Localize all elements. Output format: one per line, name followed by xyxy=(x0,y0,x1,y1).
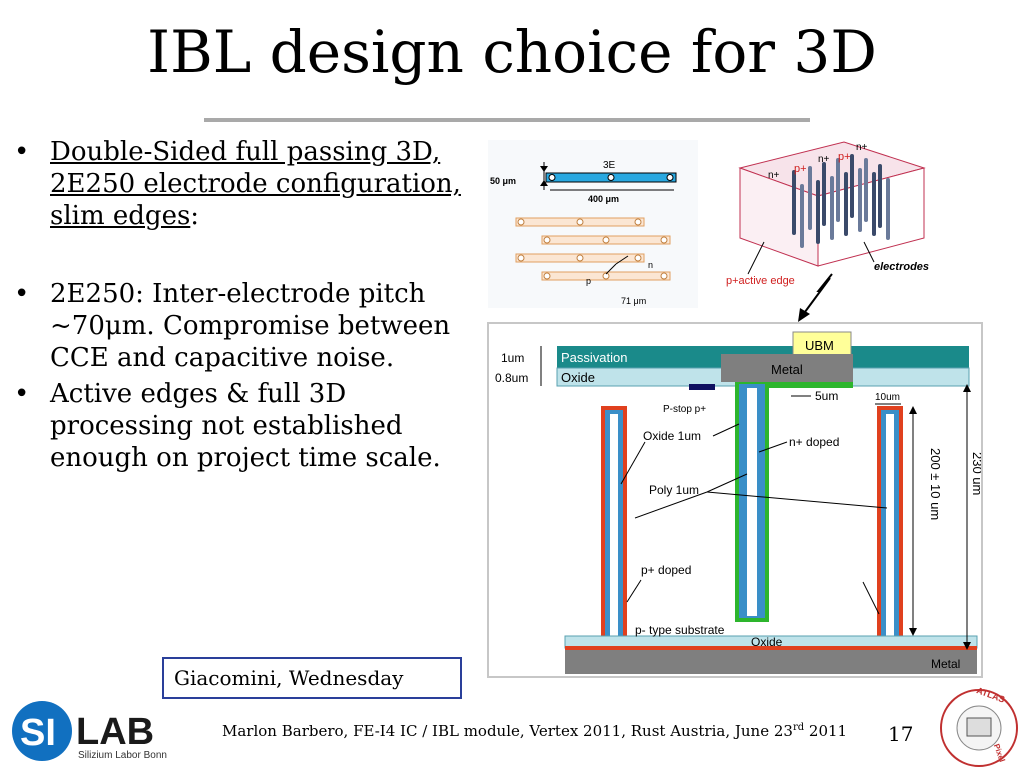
label-p: p xyxy=(586,276,591,286)
label-p-doped: p+ doped xyxy=(641,563,691,577)
label-n: n xyxy=(648,260,653,270)
label-230um: 230 um xyxy=(970,452,981,495)
label-substrate: p- type substrate xyxy=(635,623,725,637)
bullet-item: • Double-Sided full passing 3D, 2E250 el… xyxy=(14,136,476,232)
label-oxide-bottom: Oxide xyxy=(751,635,783,649)
label-poly: Poly 1um xyxy=(649,483,699,497)
ubm-block xyxy=(792,331,852,359)
footer-text: Marlon Barbero, FE-I4 IC / IBL module, V… xyxy=(222,722,848,740)
pointer-arrow xyxy=(796,276,836,328)
label-pitch: 71 μm xyxy=(621,296,646,306)
label-thickness: 50 μm xyxy=(490,176,516,186)
cross-section-figure: UBM Passivation Oxide 1um 0.8um Metal P-… xyxy=(487,322,985,678)
title-divider xyxy=(204,118,810,122)
svg-text:Silizium Labor Bonn: Silizium Labor Bonn xyxy=(78,750,167,761)
label-10um: 10um xyxy=(875,392,900,403)
label-p-1: p+ xyxy=(794,163,807,175)
label-electrodes: electrodes xyxy=(874,261,929,273)
bullet-marker: • xyxy=(14,379,30,409)
label-200um: 200 ± 10 um xyxy=(928,448,943,520)
label-3e: 3E xyxy=(603,160,616,171)
bullet-text: Double-Sided full passing 3D, 2E250 elec… xyxy=(50,137,461,231)
electrode-configuration-figure: 3E 50 μm 400 μm n p 71 μm xyxy=(488,140,698,308)
metal-bottom xyxy=(565,648,977,674)
label-ubm: UBM xyxy=(805,338,834,353)
label-n-3: n+ xyxy=(856,142,868,153)
bullet-list: • Double-Sided full passing 3D, 2E250 el… xyxy=(14,136,476,498)
bullet-item: • 2E250: Inter-electrode pitch ~70μm. Co… xyxy=(14,278,476,374)
label-5um: 5um xyxy=(815,389,838,403)
label-metal-bottom: Metal xyxy=(931,657,960,671)
bullet-item: • Active edges & full 3D processing not … xyxy=(14,378,476,474)
atlas-pixel-logo: ATLAS Pixel xyxy=(934,684,1024,772)
label-passivation: Passivation xyxy=(561,350,627,365)
label-1um: 1um xyxy=(501,351,524,365)
label-n-doped: n+ doped xyxy=(789,435,839,449)
silab-logo: SI LAB Silizium Labor Bonn xyxy=(8,700,188,766)
label-metal-top: Metal xyxy=(771,362,803,377)
3d-sensor-illustration: n+ p+ n+ p+ n+ electrodes p+active edge xyxy=(714,138,958,315)
label-active-edge: p+active edge xyxy=(726,275,795,287)
bullet-text: 2E250: Inter-electrode pitch ~70μm. Comp… xyxy=(50,279,451,373)
bullet-suffix: : xyxy=(190,201,200,231)
label-oxide-1um: Oxide 1um xyxy=(643,429,701,443)
label-0-8um: 0.8um xyxy=(495,371,528,385)
label-oxide-top: Oxide xyxy=(561,370,595,385)
bullet-text: Active edges & full 3D processing not es… xyxy=(50,379,441,473)
bullet-marker: • xyxy=(14,137,30,167)
label-n-1: n+ xyxy=(768,170,780,181)
page-number: 17 xyxy=(888,722,914,746)
label-n-2: n+ xyxy=(818,154,830,165)
bullet-marker: • xyxy=(14,279,30,309)
label-p-2: p+ xyxy=(838,151,851,163)
svg-text:SI: SI xyxy=(20,712,56,754)
metal-top xyxy=(721,354,853,382)
label-pstop: P-stop p+ xyxy=(663,404,706,415)
svg-text:LAB: LAB xyxy=(76,711,154,753)
page-title: IBL design choice for 3D xyxy=(147,18,877,86)
label-length: 400 μm xyxy=(588,194,619,204)
credit-box: Giacomini, Wednesday xyxy=(162,657,462,699)
